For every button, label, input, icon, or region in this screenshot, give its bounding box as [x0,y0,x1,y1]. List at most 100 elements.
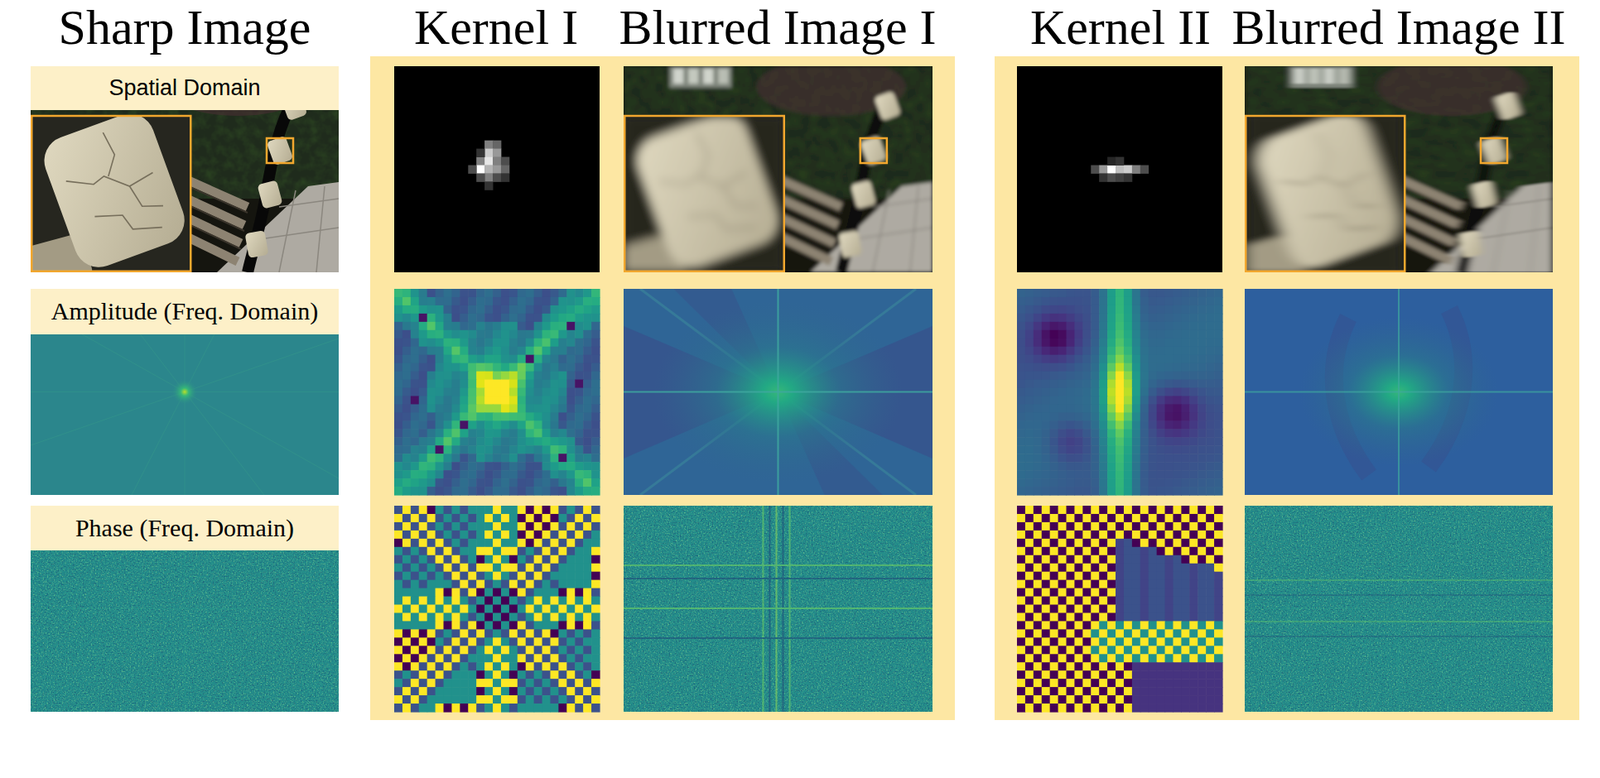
spectrum-pixel [583,445,593,455]
spectrum-pixel [542,371,552,381]
spectrum-pixel [427,621,437,631]
spectrum-pixel [435,522,445,532]
spectrum-pixel [1074,380,1084,390]
spectrum-pixel [1172,470,1182,480]
spectrum-pixel [1115,506,1125,516]
spectrum-pixel [394,445,404,455]
spectrum-pixel [525,539,535,549]
spectrum-pixel [1123,297,1133,307]
spectrum-pixel [435,555,445,565]
spectrum-pixel [517,412,527,422]
spectrum-pixel [1016,514,1027,524]
spectrum-pixel [534,330,544,340]
spectrum-pixel [394,629,404,639]
spectrum-pixel [467,621,478,631]
spectrum-pixel [1066,371,1076,381]
spectrum-pixel [558,539,568,549]
spectrum-pixel [549,645,560,656]
spectrum-pixel [501,703,511,714]
spectrum-pixel [435,380,445,390]
spectrum-pixel [501,588,511,598]
spectrum-pixel [1058,506,1068,516]
spectrum-pixel [402,330,412,340]
kernel-pixel [1098,173,1108,182]
spectrum-pixel [427,380,437,390]
spectrum-pixel [1115,297,1125,307]
spectrum-pixel [542,597,552,607]
spectrum-pixel [558,363,568,373]
spectrum-pixel [1082,486,1092,497]
spectrum-pixel [525,514,535,524]
spectrum-pixel [1189,437,1199,447]
spectrum-pixel [484,670,494,680]
spectrum-pixel [525,670,535,680]
spectrum-pixel [435,637,445,647]
spectrum-pixel [492,420,502,430]
spectrum-pixel [1090,404,1100,414]
spectrum-pixel [394,462,404,472]
spectrum-pixel [1050,313,1060,323]
spectrum-pixel [476,371,486,381]
spectrum-pixel [1180,313,1191,323]
spectrum-pixel [443,539,454,549]
kernel-pixel [484,173,493,182]
spectrum-pixel [394,555,404,565]
spectrum-pixel [1098,355,1109,365]
spectrum-pixel [410,371,420,381]
spectrum-pixel [394,547,404,557]
spectrum-pixel [1016,363,1027,373]
spectrum-pixel [501,338,511,348]
spectrum-pixel [525,605,535,615]
spectrum-pixel [549,355,560,365]
spectrum-pixel [1066,289,1076,299]
spectrum-pixel [1082,437,1092,447]
spectrum-pixel [476,662,486,672]
spectrum-pixel [558,313,568,323]
spectrum-pixel [402,420,412,430]
spectrum-pixel [509,530,519,540]
spectrum-pixel [419,637,429,647]
spectrum-pixel [517,388,527,398]
spectrum-pixel [566,687,576,697]
spectrum-pixel [542,563,552,574]
spectrum-pixel [1041,297,1051,307]
spectrum-pixel [492,654,502,664]
spectrum-pixel [435,297,445,307]
spectrum-pixel [566,371,576,381]
spectrum-pixel [558,695,568,705]
spectrum-pixel [509,355,519,365]
spectrum-pixel [591,346,601,357]
spectrum-pixel [591,580,601,590]
spectrum-pixel [1123,486,1133,497]
spectrum-pixel [583,462,593,472]
spectrum-pixel [402,313,412,323]
spectrum-pixel [1205,371,1215,381]
spectrum-pixel [549,522,560,532]
spectrum-pixel [542,330,552,340]
spectrum-pixel [558,547,568,557]
spectrum-pixel [534,486,544,497]
spectrum-pixel [566,695,576,705]
spectrum-pixel [394,380,404,390]
spectrum-pixel [467,470,478,480]
spectrum-pixel [467,572,478,582]
spectrum-pixel [583,629,593,639]
spectrum-pixel [1025,404,1035,414]
spectrum-pixel [427,597,437,607]
spectrum-pixel [574,687,584,697]
spectrum-pixel [1090,420,1100,430]
spectrum-pixel [583,486,593,497]
spectrum-pixel [476,612,486,622]
spectrum-pixel [1205,305,1215,315]
spectrum-pixel [1172,322,1182,332]
spectrum-pixel [1025,355,1035,365]
spectrum-pixel [459,679,469,689]
spectrum-pixel [558,506,568,516]
spectrum-pixel [492,437,502,447]
spectrum-pixel [492,478,502,488]
spectrum-pixel [574,679,584,689]
spectrum-pixel [1090,338,1100,348]
spectrum-pixel [542,388,552,398]
spectrum-pixel [394,506,404,516]
spectrum-pixel [459,289,469,299]
